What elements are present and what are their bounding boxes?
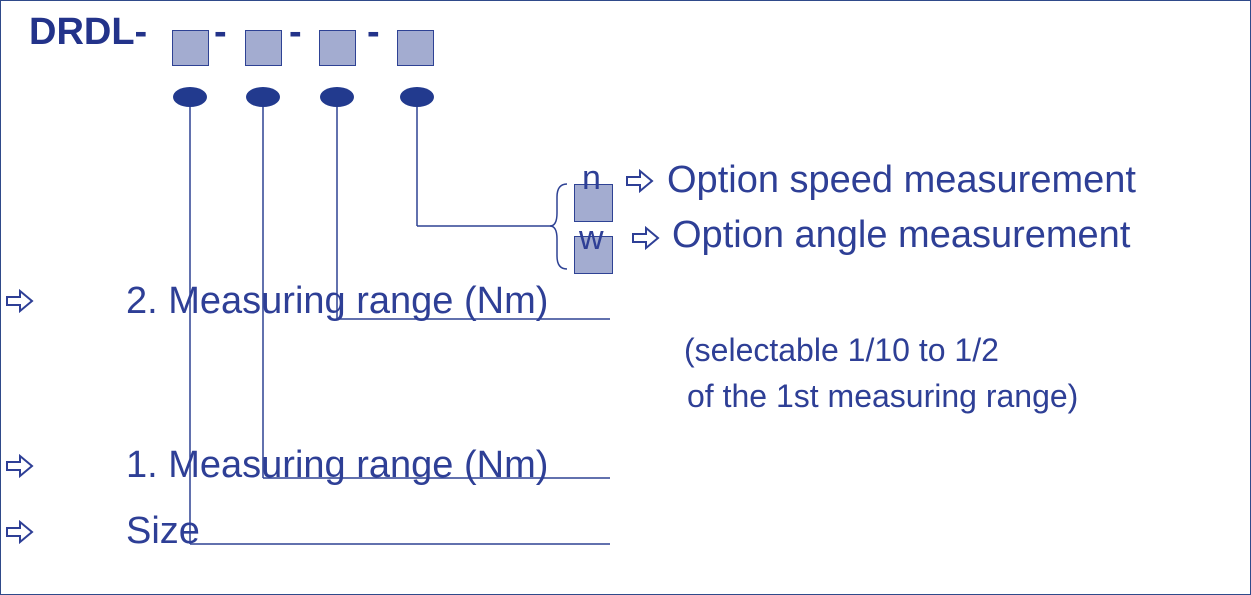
option-code-w: w: [579, 219, 604, 257]
right-arrow-outline-icon: [626, 169, 654, 193]
dot-marker: [246, 87, 280, 107]
code-box-range2: [319, 30, 356, 66]
range1-label: 1. Measuring range (Nm): [126, 444, 549, 486]
right-arrow-outline-icon: [6, 520, 34, 544]
code-box-size: [172, 30, 209, 66]
option-box-speed: [574, 184, 613, 222]
dot-marker: [320, 87, 354, 107]
right-arrow-outline-icon: [6, 289, 34, 313]
dot-marker: [173, 87, 207, 107]
range2-label: 2. Measuring range (Nm): [126, 280, 549, 322]
option-angle-label: Option angle measurement: [672, 214, 1131, 256]
option-box-angle: [574, 236, 613, 274]
range2-note-line1: (selectable 1/10 to 1/2: [684, 332, 999, 368]
range2-note-line2: of the 1st measuring range): [687, 378, 1079, 414]
option-code-n: n: [582, 159, 601, 197]
code-separator: -: [289, 11, 302, 53]
code-separator: -: [214, 11, 227, 53]
dot-marker: [400, 87, 434, 107]
option-speed-label: Option speed measurement: [667, 159, 1136, 201]
code-box-range1: [245, 30, 282, 66]
options-brace: [549, 183, 568, 270]
code-separator: -: [367, 11, 380, 53]
product-code-title: DRDL-: [29, 11, 148, 53]
code-box-option: [397, 30, 434, 66]
right-arrow-outline-icon: [632, 226, 660, 250]
right-arrow-outline-icon: [6, 454, 34, 478]
size-label: Size: [126, 510, 200, 552]
